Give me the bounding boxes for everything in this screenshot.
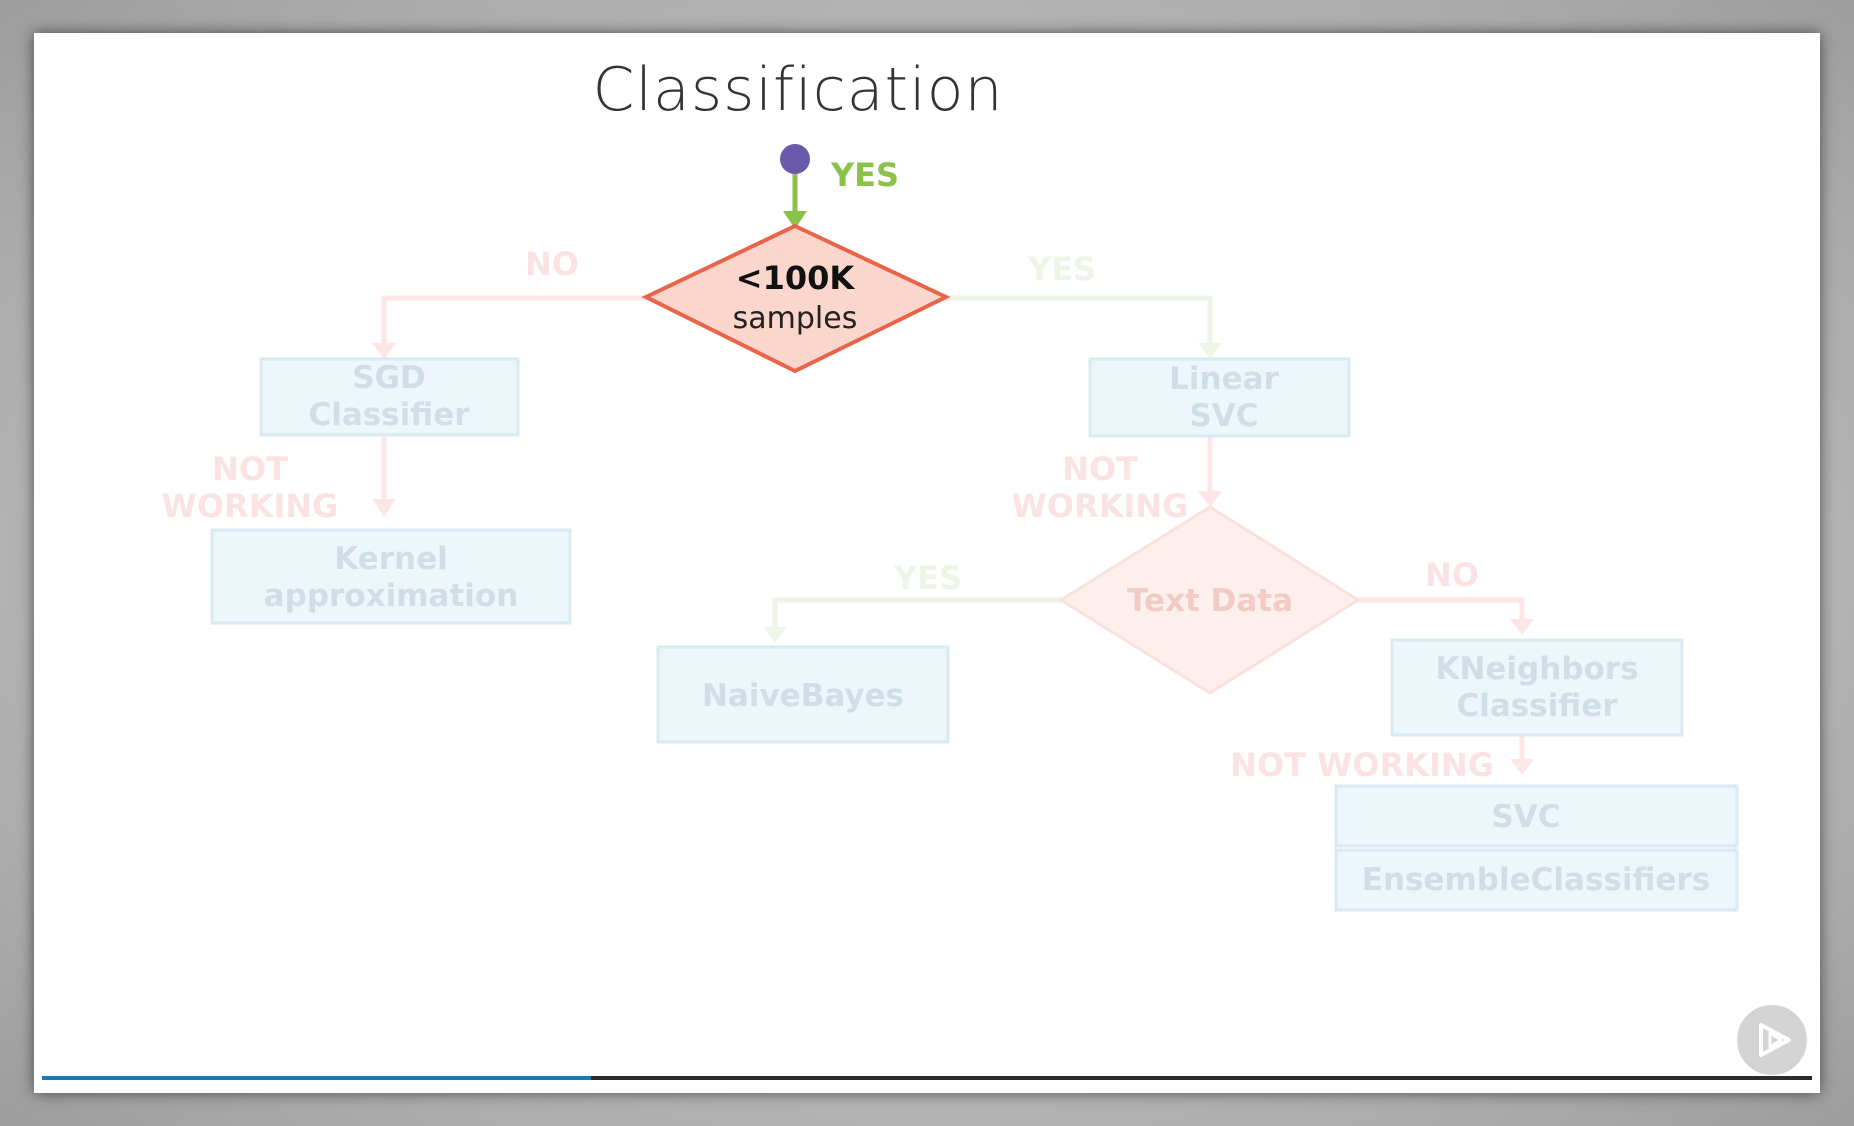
text-data-yes-label: YES (893, 559, 962, 597)
ensemble-classifiers-label: EnsembleClassifiers (1362, 862, 1710, 898)
svc-box (1334, 784, 1739, 848)
decision-samples-line1: <100K (736, 259, 856, 297)
linear-svc-line1: Linear (1169, 361, 1279, 397)
progress-bar[interactable] (42, 1076, 1812, 1080)
play-button[interactable] (1737, 1005, 1807, 1075)
play-icon (1759, 1023, 1791, 1057)
yes-arrowhead (783, 211, 807, 229)
text-data-no-label: NO (1425, 556, 1479, 594)
not-working-left-line1: NOT (212, 450, 288, 488)
kernel-approximation-line1: Kernel (334, 541, 448, 577)
slide: Classification YES (34, 33, 1820, 1093)
kernel-approximation-box (210, 528, 572, 625)
text-data-label: Text Data (1127, 583, 1293, 619)
not-working-right-line1: NOT (1062, 450, 1138, 488)
flowchart: Classification YES (162, 55, 1739, 912)
ensemble-classifiers-box (1334, 848, 1739, 912)
svc-label: SVC (1491, 799, 1560, 835)
kneighbors-classifier-box (1390, 638, 1684, 737)
decision-samples-diamond (641, 223, 951, 374)
faded-connectors (372, 295, 1534, 775)
sgd-classifier-box (259, 357, 520, 437)
naive-bayes-label: NaiveBayes (702, 678, 904, 714)
linear-svc-line2: SVC (1189, 398, 1258, 434)
decision-samples-line2: samples (733, 301, 858, 336)
naive-bayes-box (656, 645, 950, 744)
start-node (780, 144, 810, 174)
kernel-approximation-line2: approximation (264, 578, 519, 614)
no-label-left: NO (525, 245, 579, 283)
kneighbors-line2: Classifier (1456, 688, 1618, 724)
not-working-bottom-label: NOT WORKING (1230, 746, 1494, 784)
not-working-right-line2: WORKING (1012, 487, 1189, 525)
sgd-classifier-line2: Classifier (308, 397, 470, 433)
text-data-diamond (1058, 505, 1361, 695)
yes-label: YES (830, 156, 899, 194)
progress-bar-fill (42, 1076, 591, 1080)
kneighbors-line1: KNeighbors (1435, 651, 1638, 687)
not-working-left-line2: WORKING (162, 487, 339, 525)
linear-svc-box (1088, 357, 1351, 438)
sgd-classifier-line1: SGD (352, 360, 426, 396)
yes-label-right: YES (1027, 250, 1096, 288)
page-title: Classification (592, 55, 1003, 125)
